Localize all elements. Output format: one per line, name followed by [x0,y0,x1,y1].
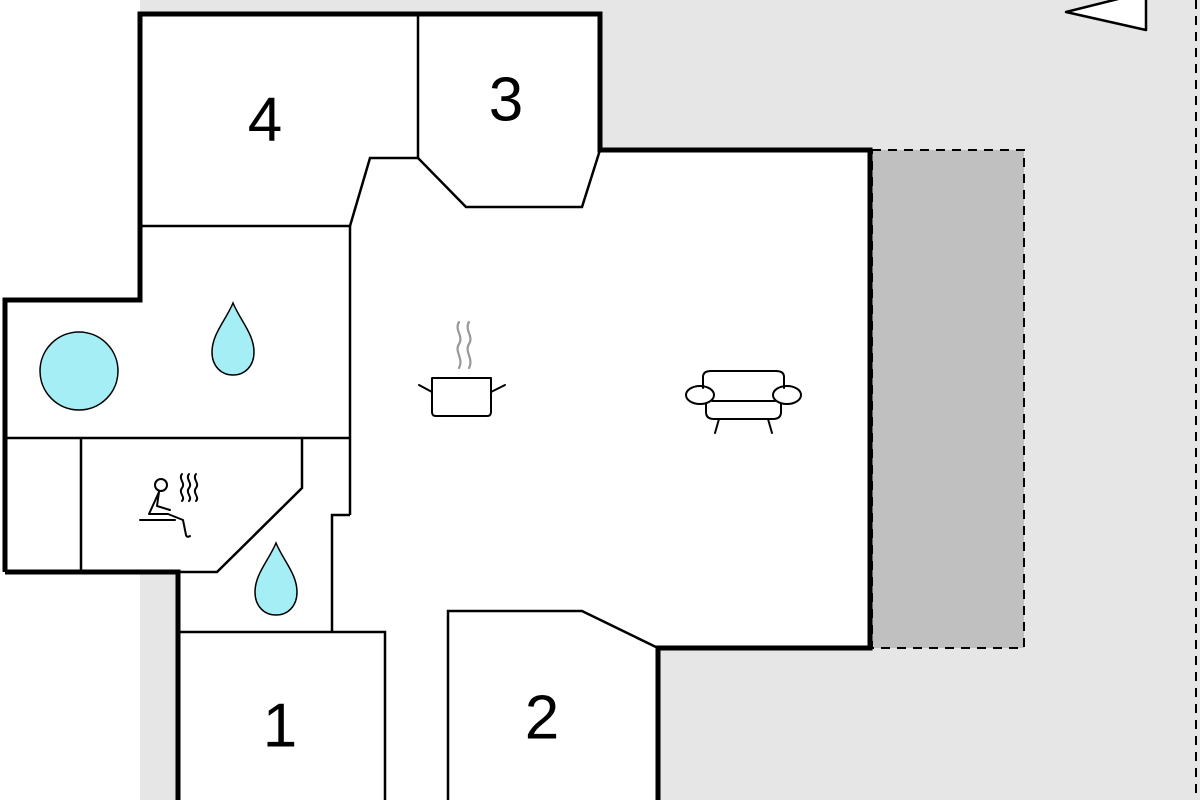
water-drop-icon [254,541,298,616]
room-label-3: 3 [489,65,523,134]
terrace [871,149,1025,649]
water-drop-icon [211,301,255,376]
room-label-1: 1 [263,691,297,760]
north-arrow-icon [1064,0,1148,32]
hot-tub-icon [39,331,119,411]
room-label-4: 4 [248,85,282,154]
sofa-icon [685,370,802,434]
exterior-wall-lower-left [5,569,181,800]
room-label-2: 2 [525,683,559,752]
sauna-icon [139,473,199,538]
house-interior [5,14,870,800]
cooking-pot-icon [418,320,506,417]
interior-walls [5,14,659,800]
exterior-walls [2,11,873,800]
